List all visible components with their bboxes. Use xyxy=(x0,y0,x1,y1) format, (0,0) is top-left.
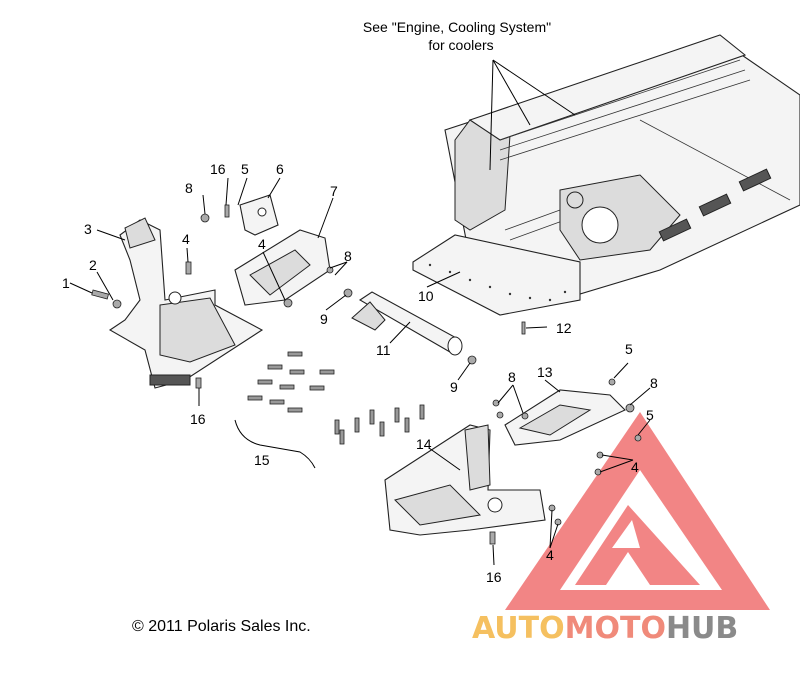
bolt-set-part-15 xyxy=(247,351,425,445)
callout-5-right-upper: 5 xyxy=(625,341,633,357)
callout-2: 2 xyxy=(89,257,97,273)
watermark-auto: AUTO xyxy=(472,611,565,646)
callout-4-right-upper: 4 xyxy=(631,459,639,475)
callout-9-lower: 9 xyxy=(450,379,458,395)
callout-5-right-lower: 5 xyxy=(646,407,654,423)
hardware xyxy=(91,204,642,545)
leader-lines xyxy=(69,59,651,566)
callout-8-top: 8 xyxy=(185,180,193,196)
callout-16-left: 16 xyxy=(190,411,206,427)
bracket-part-13 xyxy=(504,389,626,446)
left-frame-part-3 xyxy=(108,217,264,389)
engine-cooling-note-line2: for coolers xyxy=(428,37,493,53)
callout-10: 10 xyxy=(418,288,434,304)
callout-13: 13 xyxy=(537,364,553,380)
watermark-text: AUTOMOTOHUB xyxy=(472,611,738,646)
callout-4-bracket: 4 xyxy=(258,236,266,252)
callout-9-upper: 9 xyxy=(320,311,328,327)
callout-16-top: 16 xyxy=(210,161,226,177)
callout-16-bottom: 16 xyxy=(486,569,502,585)
callout-4-left: 4 xyxy=(182,231,190,247)
watermark-moto: MOTO xyxy=(565,611,666,646)
callout-8-bracket: 8 xyxy=(344,248,352,264)
callout-8-right: 8 xyxy=(650,375,658,391)
copyright-text: © 2011 Polaris Sales Inc. xyxy=(132,618,311,635)
engine-cooling-note-line1: See "Engine, Cooling System" xyxy=(363,19,551,35)
callout-5-top: 5 xyxy=(241,161,249,177)
watermark-logo xyxy=(505,412,770,610)
callout-8-right-left: 8 xyxy=(508,369,516,385)
bracket-part-6 xyxy=(239,194,279,236)
callout-14: 14 xyxy=(416,436,432,452)
watermark-hub: HUB xyxy=(666,611,738,646)
callout-6: 6 xyxy=(276,161,284,177)
callout-3: 3 xyxy=(84,221,92,237)
callout-4-right-lower: 4 xyxy=(546,547,554,563)
callout-15: 15 xyxy=(254,452,270,468)
engine-chassis-assembly xyxy=(412,34,800,316)
tube-part-11 xyxy=(351,291,463,356)
right-frame-part-14 xyxy=(384,424,546,536)
callout-11: 11 xyxy=(376,342,391,358)
callout-7: 7 xyxy=(330,183,338,199)
callout-1: 1 xyxy=(62,275,70,291)
bracket-part-7 xyxy=(234,229,331,306)
callout-12: 12 xyxy=(556,320,572,336)
